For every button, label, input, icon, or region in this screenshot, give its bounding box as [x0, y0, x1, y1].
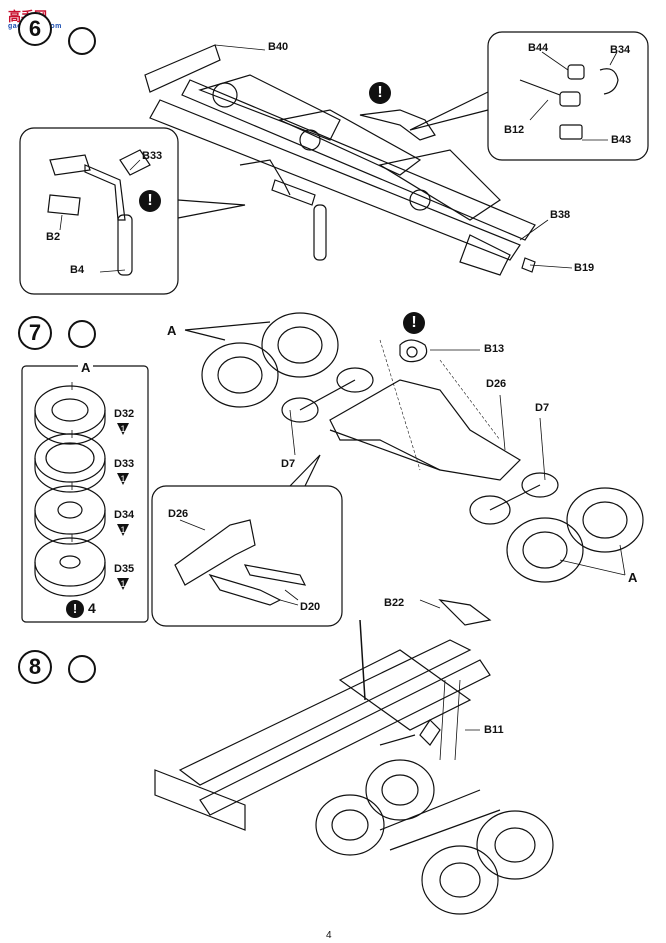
caution-icon: ! — [66, 600, 84, 618]
rear-wheels-step8 — [315, 759, 554, 915]
caution-icon: ! — [369, 82, 391, 104]
label-b4: B4 — [70, 264, 85, 276]
label-d26: D26 — [486, 378, 507, 390]
step-7-number: 7 — [18, 316, 52, 350]
label-d33: D33 — [114, 458, 135, 470]
label-b11: B11 — [484, 724, 504, 736]
label-b13: B13 — [484, 343, 505, 355]
cement-icon-step8 — [68, 655, 96, 683]
label-b40: B40 — [268, 41, 289, 53]
label-d7: D7 — [535, 402, 550, 414]
label-d34: D34 — [114, 509, 135, 521]
label-b2: B2 — [46, 231, 61, 243]
step-6-number: 6 — [18, 12, 52, 46]
detail-box-step7 — [151, 485, 343, 627]
callout-pointer-left — [177, 199, 246, 219]
wheel-inset-title: A — [78, 360, 94, 375]
label-b44: B44 — [528, 42, 549, 54]
label-b38: B38 — [550, 209, 571, 221]
front-wheels-step7 — [184, 312, 374, 423]
caution-icon: ! — [139, 190, 161, 212]
label-b12: B12 — [504, 124, 525, 136]
label-d20: D20 — [300, 601, 321, 613]
detail-box-step6-right — [487, 31, 649, 161]
page-number: 4 — [326, 930, 332, 941]
label-b33: B33 — [142, 150, 163, 162]
label-wheel-a: A — [167, 323, 177, 338]
chassis-frame-step8 — [154, 599, 492, 831]
label-d7: D7 — [281, 458, 296, 470]
label-b34: B34 — [610, 44, 631, 56]
label-b19: B19 — [574, 262, 595, 274]
label-wheel-a: A — [628, 570, 638, 585]
label-b43: B43 — [611, 134, 632, 146]
label-d26-detail: D26 — [168, 508, 189, 520]
inset-wheels — [34, 382, 106, 597]
cement-icon-step7 — [68, 320, 96, 348]
chassis-frame-step6 — [144, 44, 573, 276]
callout-pointer-step7 — [289, 454, 321, 487]
cement-icon-step6 — [68, 27, 96, 55]
rear-wheels-step7 — [469, 472, 644, 583]
callout-pointer-right — [409, 91, 489, 131]
detail-box-step6-left — [19, 127, 179, 295]
step-8-number: 8 — [18, 650, 52, 684]
mirror-parts — [47, 149, 327, 276]
label-b22: B22 — [384, 597, 405, 609]
step7-detail-parts — [174, 519, 307, 606]
caution-icon: ! — [403, 312, 425, 334]
axle-frame-step7 — [289, 339, 546, 481]
label-d35: D35 — [114, 563, 135, 575]
label-d32: D32 — [114, 408, 135, 420]
steering-parts — [359, 51, 619, 141]
wheel-count: 4 — [88, 600, 96, 616]
